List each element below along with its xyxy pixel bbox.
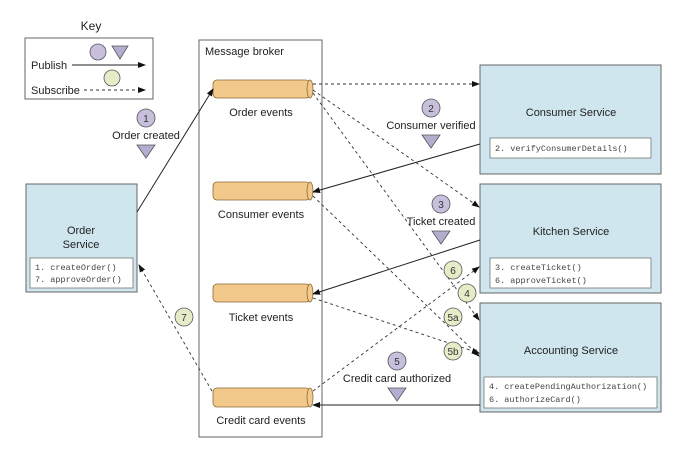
subscribe-arrow-card-to-order	[138, 264, 213, 392]
cylinder-icon	[212, 181, 311, 201]
subscribe-circle-icon	[103, 69, 121, 87]
step-circle-icon	[174, 307, 194, 327]
channel-consumer-events: Consumer events	[212, 181, 314, 221]
consumer-service: Consumer Service 2. verifyConsumerDetail…	[479, 64, 662, 175]
key-publish-label: Publish	[31, 60, 67, 72]
broker-box	[198, 39, 323, 438]
step-circle-icon	[421, 98, 441, 118]
event-triangle-icon	[136, 144, 156, 159]
event-ticket-created: 3 Ticket created	[407, 194, 476, 245]
step-circle-icon	[136, 108, 156, 128]
method: 3. createTicket()	[495, 263, 582, 273]
event-order-created: 1 Order created	[112, 108, 180, 159]
step-circle-icon	[387, 351, 407, 371]
key-legend: Key Publish Subscribe	[24, 19, 154, 100]
channel-label: Ticket events	[229, 312, 294, 324]
subscribe-step-5b: 5b	[443, 341, 463, 361]
event-triangle-icon	[431, 230, 451, 245]
step-number: 1	[143, 114, 149, 125]
subscribe-step-5a: 5a	[443, 307, 463, 327]
step-number: 5a	[447, 313, 459, 324]
order-methods-box	[29, 257, 134, 289]
step-number: 2	[428, 104, 434, 115]
event-label: Consumer verified	[386, 120, 475, 132]
accounting-methods-box	[483, 376, 658, 409]
accounting-service-title: Accounting Service	[524, 345, 618, 357]
channel-ticket-events: Ticket events	[212, 283, 314, 324]
consumer-service-title: Consumer Service	[526, 107, 616, 119]
event-label: Ticket created	[407, 216, 476, 228]
kitchen-methods-box	[489, 257, 652, 289]
cylinder-icon	[212, 79, 311, 99]
key-title: Key	[81, 19, 102, 33]
subscribe-arrow-order-to-kitchen	[312, 89, 480, 208]
step-number: 6	[450, 266, 456, 277]
subscribe-arrow-card-to-kitchen	[312, 266, 480, 392]
step-circle-icon	[431, 194, 451, 214]
step-circle-icon	[457, 283, 477, 303]
subscribe-arrow-consumer-to-accounting	[312, 195, 480, 357]
subscribe-arrow-order-to-accounting	[312, 92, 480, 321]
publish-arrow-ticket-created	[312, 239, 481, 295]
subscribe-step-6: 6	[443, 260, 463, 280]
broker-title: Message broker	[205, 46, 284, 58]
kitchen-service-title: Kitchen Service	[533, 226, 609, 238]
key-box	[24, 37, 154, 100]
step-number: 5b	[447, 347, 459, 358]
step-number: 3	[438, 200, 444, 211]
method: 6. approveTicket()	[495, 276, 587, 286]
step-circle-icon	[443, 260, 463, 280]
event-triangle-icon	[421, 134, 441, 149]
step-number: 7	[181, 313, 187, 324]
channel-order-events: Order events	[212, 79, 314, 119]
channel-label: Consumer events	[218, 209, 305, 221]
subscribe-step-4: 4	[457, 283, 477, 303]
method: 2. verifyConsumerDetails()	[495, 144, 628, 154]
publish-triangle-icon	[111, 45, 129, 60]
order-service-title-line1: Order	[67, 225, 95, 237]
method: 4. createPendingAuthorization()	[489, 382, 647, 392]
method: 1. createOrder()	[35, 263, 117, 273]
step-circle-icon	[443, 341, 463, 361]
publish-circle-icon	[89, 43, 107, 61]
event-consumer-verified: 2 Consumer verified	[386, 98, 476, 149]
accounting-service: Accounting Service 4. createPendingAutho…	[479, 302, 662, 413]
kitchen-service: Kitchen Service 3. createTicket() 6. app…	[479, 183, 662, 294]
method: 7. approveOrder()	[35, 275, 122, 285]
channel-label: Order events	[229, 107, 293, 119]
step-number: 5	[394, 357, 400, 368]
cylinder-icon	[212, 283, 311, 303]
step-number: 4	[464, 289, 470, 300]
channel-credit-card-events: Credit card events	[212, 387, 314, 427]
consumer-methods-box	[489, 137, 652, 159]
step-circle-icon	[443, 307, 463, 327]
key-subscribe-label: Subscribe	[31, 85, 80, 97]
cylinder-icon	[212, 387, 311, 408]
order-service-title-line2: Service	[63, 239, 100, 251]
message-broker: Message broker Order events Consumer eve…	[198, 39, 323, 438]
subscribe-step-7: 7	[174, 307, 194, 327]
event-label: Order created	[112, 130, 180, 142]
publish-arrow-order-created	[136, 88, 214, 213]
order-service: Order Service 1. createOrder() 7. approv…	[25, 183, 138, 293]
event-credit-card-authorized: 5 Credit card authorized	[343, 351, 451, 402]
event-triangle-icon	[387, 387, 407, 402]
publish-arrow-consumer-verified	[312, 143, 481, 193]
channel-label: Credit card events	[216, 415, 306, 427]
method: 6. authorizeCard()	[489, 395, 581, 405]
event-label: Credit card authorized	[343, 373, 451, 385]
